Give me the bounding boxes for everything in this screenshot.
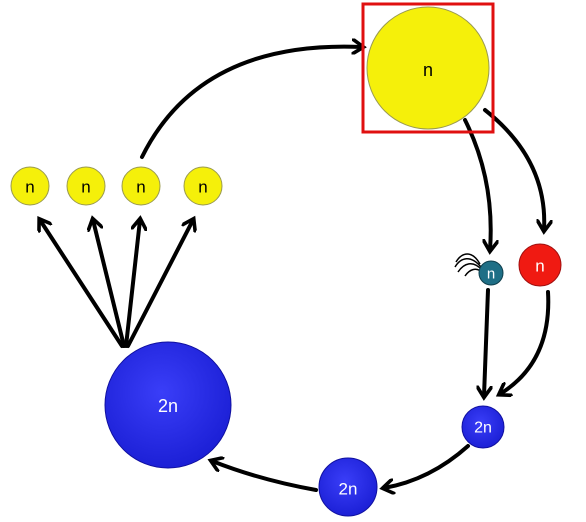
zygote-label: 2n: [474, 420, 492, 437]
arrow-sporophyte-to-spore-4: [126, 220, 193, 348]
spore-label-2: n: [81, 178, 90, 197]
sperm-node: n: [454, 253, 504, 286]
highlight-box: [361, 2, 495, 134]
spore-cell-2: [66, 166, 106, 206]
spore-cell-1: [10, 166, 50, 206]
spore-cell-4: [183, 166, 223, 206]
egg-node: n: [518, 243, 562, 287]
arrow-sporophyte-to-spore-3: [124, 220, 140, 348]
gametophyte-label: n: [423, 60, 433, 80]
sperm-label: n: [487, 266, 495, 283]
sperm-cell: [478, 260, 504, 286]
sporophyte-node: 2n: [104, 341, 232, 469]
arrow-egg-to-zygote: [500, 290, 551, 394]
spore-label-3: n: [136, 178, 145, 197]
spore-label-1: n: [25, 178, 34, 197]
spore-cell-3: [121, 166, 161, 206]
arrow-zygote-to-embryo: [384, 444, 470, 488]
gametophyte-node: n: [361, 2, 495, 134]
embryo-node: 2n: [318, 457, 378, 517]
arrow-spores-to-gametophyte: [140, 47, 362, 159]
arrow-sperm-to-zygote: [484, 288, 488, 396]
arrow-sporophyte-to-spore-1: [40, 220, 124, 348]
egg-cell: [518, 243, 562, 287]
zygote-cell: [461, 405, 505, 449]
zygote-node: 2n: [461, 405, 505, 449]
arrow-gametophyte-to-egg: [483, 108, 544, 230]
gametophyte-cell: [366, 6, 490, 130]
arrow-gametophyte-to-sperm: [463, 118, 491, 250]
arrow-embryo-to-sporophyte: [212, 461, 318, 492]
embryo-label: 2n: [339, 480, 358, 499]
embryo-cell: [318, 457, 378, 517]
egg-label: n: [535, 257, 544, 276]
spore-label-4: n: [198, 178, 207, 197]
sporophyte-cell: [104, 341, 232, 469]
arrow-sporophyte-to-spore-2: [93, 220, 126, 348]
sporophyte-label: 2n: [158, 396, 178, 416]
spore-group: n n n n: [10, 166, 223, 206]
